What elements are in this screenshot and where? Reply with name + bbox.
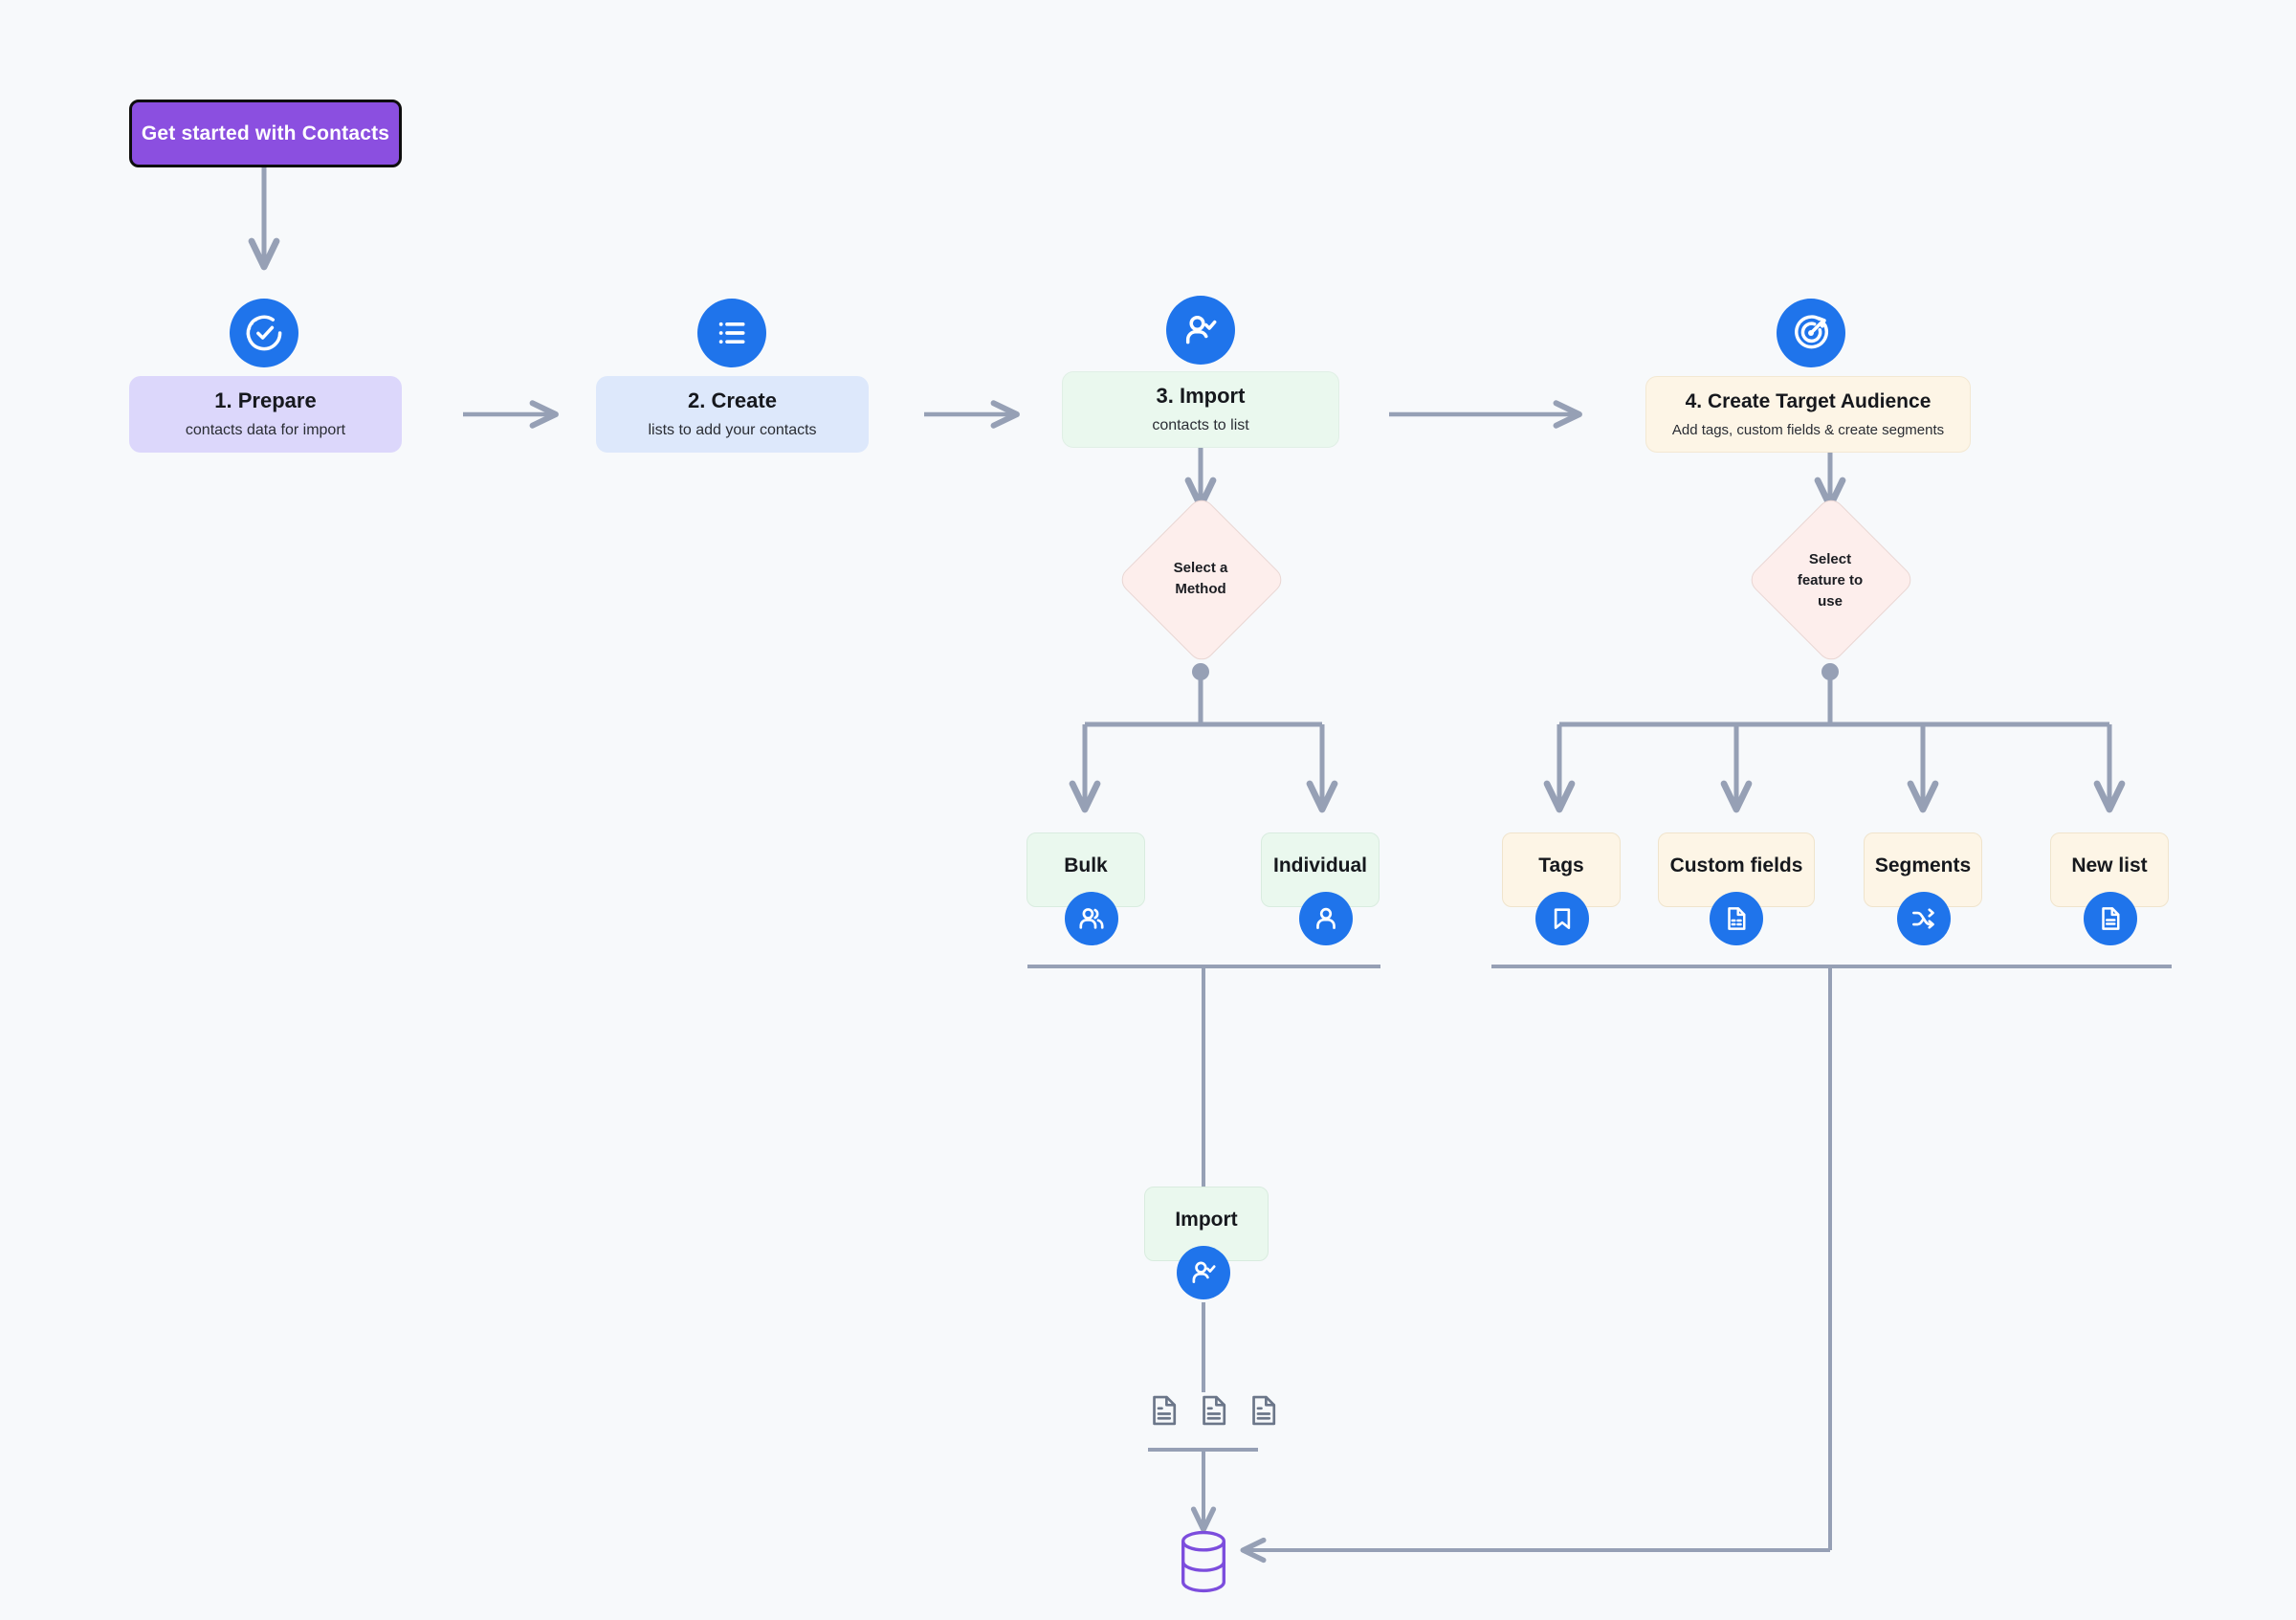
users-group-icon [1065,892,1118,945]
document-outline-icon [1246,1392,1282,1433]
branch-label: Tags [1538,854,1584,877]
bookmark-icon [1535,892,1589,945]
user-check-icon [1166,296,1235,365]
step-title: 3. Import [1156,384,1246,408]
decision-select-a-method[interactable] [1115,494,1288,666]
target-icon [1777,299,1845,367]
step-subtitle: contacts data for import [185,422,346,438]
branch-card-new-list[interactable]: New list [2050,832,2169,907]
document-fields-icon [1710,892,1763,945]
branch-dot [1821,663,1839,680]
branch-label: New list [2071,854,2148,877]
start-node-label: Get started with Contacts [141,122,390,144]
user-check-icon [1177,1246,1230,1299]
step-subtitle: contacts to list [1152,417,1249,433]
check-circle-dashed-icon [230,299,298,367]
list-icon [697,299,766,367]
database-cylinder-icon [1174,1528,1233,1600]
decision-select-feature-to-use[interactable] [1745,494,1917,666]
step-title: 1. Prepare [214,388,317,412]
step-title: 4. Create Target Audience [1685,390,1932,412]
branch-label: Segments [1874,854,1972,877]
document-outline-icon [1196,1392,1232,1433]
branch-label: Import [1175,1209,1238,1231]
step-subtitle: Add tags, custom fields & create segment… [1671,422,1945,438]
step-card-prepare[interactable]: 1. Prepare contacts data for import [129,376,402,453]
step-card-import[interactable]: 3. Import contacts to list [1062,371,1339,448]
step-card-create-target-audience[interactable]: 4. Create Target Audience Add tags, cust… [1645,376,1971,453]
step-title: 2. Create [688,388,777,412]
step-subtitle: lists to add your contacts [648,422,817,438]
document-stack [1146,1392,1282,1433]
shuffle-icon [1897,892,1951,945]
branch-label: Custom fields [1669,854,1803,877]
step-card-create[interactable]: 2. Create lists to add your contacts [596,376,869,453]
user-icon [1299,892,1353,945]
document-lines-icon [2084,892,2137,945]
branch-dot [1192,663,1209,680]
start-node[interactable]: Get started with Contacts [129,100,402,167]
branch-label: Bulk [1064,854,1108,877]
branch-label: Individual [1272,854,1367,877]
document-outline-icon [1146,1392,1182,1433]
